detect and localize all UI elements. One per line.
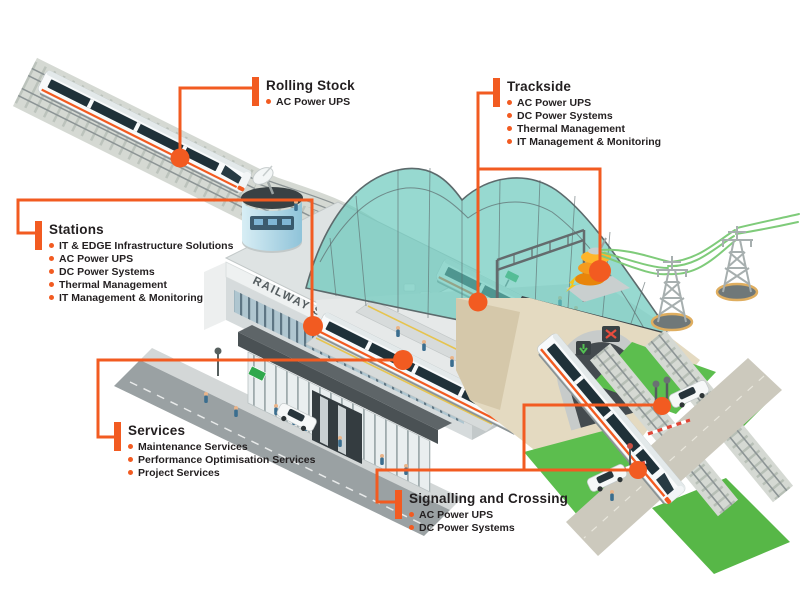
bullet-label: IT Management & Monitoring (517, 136, 662, 148)
platform-sign (248, 366, 267, 382)
callout-title: Stations (49, 222, 104, 237)
callout-title: Signalling and Crossing (409, 491, 569, 506)
list-item: AC Power UPS (266, 96, 355, 109)
trackside-transformer-anchor-dot (589, 260, 611, 282)
callout-trackside: Trackside AC Power UPS DC Power Systems … (493, 78, 661, 149)
bullet-icon (507, 100, 512, 105)
list-item: AC Power UPS (49, 253, 233, 266)
bullet-label: DC Power Systems (517, 110, 613, 122)
stations-anchor-dot (303, 316, 323, 336)
list-item: Maintenance Services (128, 441, 315, 454)
list-item: DC Power Systems (409, 522, 568, 535)
bullet-icon (266, 99, 271, 104)
signalling-branch-line (522, 403, 662, 470)
bullet-icon (128, 457, 133, 462)
bullet-icon (409, 512, 414, 517)
callout-marker (252, 77, 259, 106)
callout-lines (16, 86, 662, 504)
bullet-icon (49, 295, 54, 300)
car (668, 380, 710, 408)
rolling-stock-anchor-dot (170, 148, 190, 168)
callout-title: Rolling Stock (266, 78, 355, 93)
list-item: IT & EDGE Infrastructure Solutions (49, 240, 233, 253)
bullet-icon (507, 139, 512, 144)
bullet-label: DC Power Systems (419, 522, 515, 534)
rolling-stock-train (37, 70, 252, 194)
bullet-icon (507, 113, 512, 118)
trackside-line (476, 91, 493, 302)
callout-items: AC Power UPS DC Power Systems (409, 509, 568, 535)
callout-items: Maintenance Services Performance Optimis… (128, 441, 315, 480)
crossing-road (566, 358, 782, 556)
bullet-icon (128, 470, 133, 475)
power-lines (599, 213, 800, 276)
bullet-label: Thermal Management (517, 123, 625, 135)
list-item: AC Power UPS (507, 97, 661, 110)
bullet-icon (49, 282, 54, 287)
callout-marker (395, 490, 402, 519)
bullet-icon (507, 126, 512, 131)
bullet-label: Thermal Management (59, 279, 167, 291)
bullet-label: AC Power UPS (276, 96, 351, 108)
signal-red-x-icon (602, 326, 620, 342)
list-item: Performance Optimisation Services (128, 454, 315, 467)
control-tower (241, 165, 303, 253)
bullet-icon (49, 269, 54, 274)
signalling-crossing-anchor-dot (629, 461, 647, 479)
callout-marker (493, 78, 500, 107)
bullet-icon (49, 256, 54, 261)
list-item: Thermal Management (507, 123, 661, 136)
bullet-label: IT & EDGE Infrastructure Solutions (59, 240, 234, 252)
bullet-label: AC Power UPS (517, 97, 592, 109)
list-item: DC Power Systems (49, 266, 233, 279)
callout-marker (114, 422, 121, 451)
trackside-train-anchor-dot (468, 292, 488, 312)
bullet-label: Project Services (138, 467, 220, 479)
callout-items: AC Power UPS (266, 96, 355, 109)
callout-stations: Stations IT & EDGE Infrastructure Soluti… (35, 221, 233, 305)
bullet-label: AC Power UPS (419, 509, 494, 521)
callout-items: AC Power UPS DC Power Systems Thermal Ma… (507, 97, 661, 149)
list-item: Project Services (128, 467, 315, 480)
satellite-dish-icon (252, 165, 275, 195)
list-item: AC Power UPS (409, 509, 568, 522)
bullet-label: Maintenance Services (138, 441, 248, 453)
signalling-signal-anchor-dot (653, 397, 671, 415)
list-item: Thermal Management (49, 279, 233, 292)
stations-line (16, 198, 314, 326)
taxi-car (276, 403, 317, 432)
list-item: DC Power Systems (507, 110, 661, 123)
trackside-branch-line (478, 167, 602, 271)
signal-green-arrow-icon (576, 341, 591, 355)
signalling-line (375, 468, 638, 504)
bullet-icon (49, 243, 54, 248)
callout-rolling-stock: Rolling Stock AC Power UPS (252, 77, 355, 109)
callout-services: Services Maintenance Services Performanc… (114, 422, 315, 480)
callout-items: IT & EDGE Infrastructure Solutions AC Po… (49, 240, 233, 305)
lightning-icon (566, 276, 576, 292)
bullet-label: IT Management & Monitoring (59, 292, 204, 304)
rolling-stock-line (178, 86, 252, 158)
callout-anchor-dots (170, 148, 671, 479)
list-item: IT Management & Monitoring (49, 292, 233, 305)
services-anchor-dot (393, 350, 413, 370)
callout-title: Services (128, 423, 186, 438)
list-item: IT Management & Monitoring (507, 136, 661, 149)
bullet-label: Performance Optimisation Services (138, 454, 316, 466)
bullet-label: AC Power UPS (59, 253, 134, 265)
bullet-label: DC Power Systems (59, 266, 155, 278)
bullet-icon (409, 525, 414, 530)
callout-title: Trackside (507, 79, 572, 94)
services-line (96, 358, 403, 439)
bullet-icon (128, 444, 133, 449)
callout-marker (35, 221, 42, 250)
callout-signalling: Signalling and Crossing AC Power UPS DC … (395, 490, 568, 535)
